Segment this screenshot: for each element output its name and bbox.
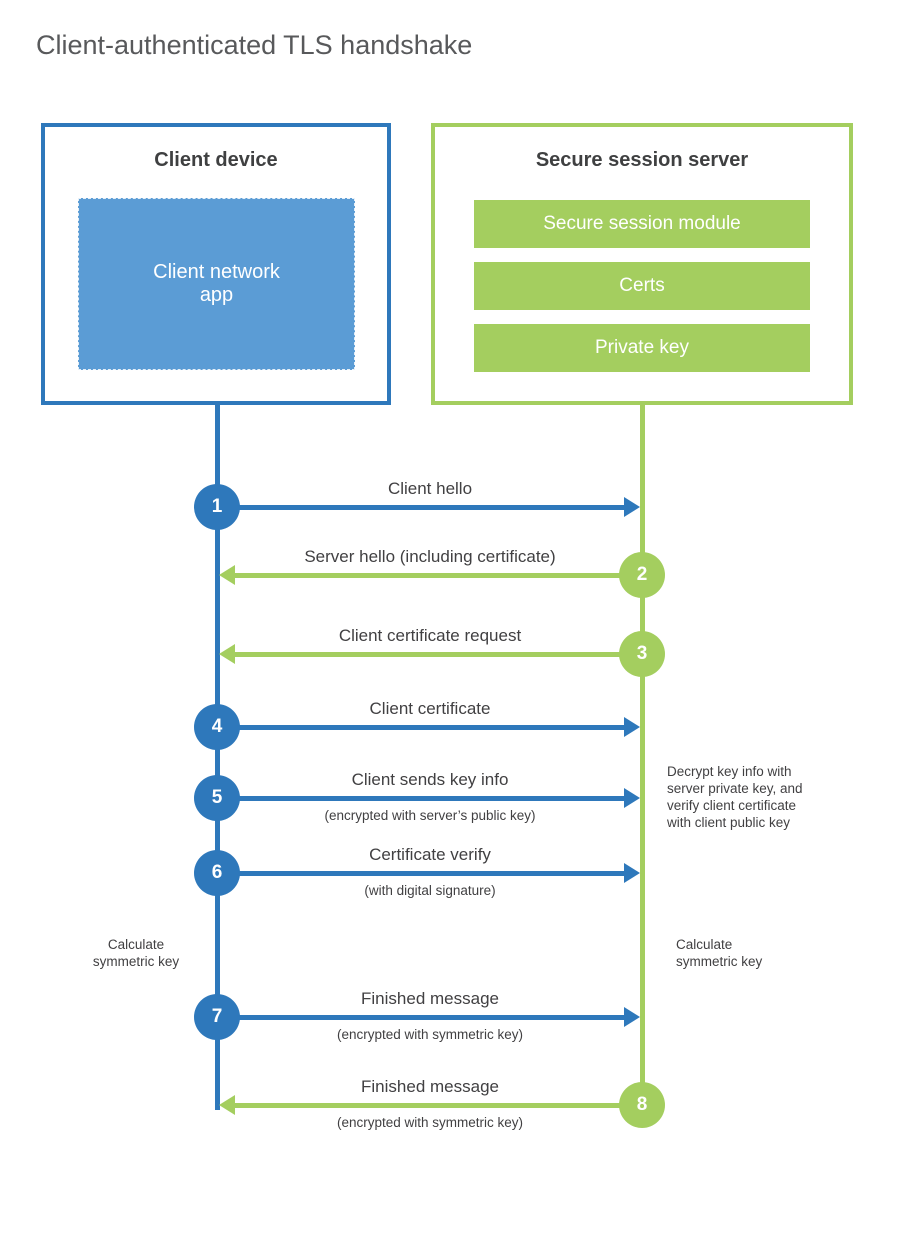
step-number-badge: 1 (194, 484, 240, 530)
server-module-private-key: Private key (474, 324, 810, 372)
arrow-head-left-icon (219, 1095, 235, 1115)
page-title: Client-authenticated TLS handshake (36, 30, 473, 60)
arrow-line (235, 573, 642, 578)
arrow-head-right-icon (624, 497, 640, 517)
secure-session-server-title: Secure session server (535, 149, 749, 171)
step-number-badge: 5 (194, 775, 240, 821)
arrow-line (235, 652, 642, 657)
step-sublabel: (with digital signature) (364, 883, 496, 898)
arrow-line (217, 725, 624, 730)
arrow-line (217, 505, 624, 510)
step-label: Client sends key info (351, 770, 509, 789)
server-lifeline (640, 405, 645, 1083)
step-number-badge: 4 (194, 704, 240, 750)
step-label: Server hello (including certificate) (304, 547, 556, 566)
step-label: Client certificate request (338, 626, 522, 645)
client-device-title: Client device (154, 149, 278, 171)
arrow-head-right-icon (624, 788, 640, 808)
arrow-head-right-icon (624, 863, 640, 883)
client-lifeline (215, 405, 220, 1110)
client-device-box: Client device Client network app (41, 123, 391, 405)
step-number-badge: 2 (619, 552, 665, 598)
arrow-head-right-icon (624, 717, 640, 737)
step-sublabel: (encrypted with symmetric key) (336, 1115, 524, 1130)
step-number-badge: 3 (619, 631, 665, 677)
step-label: Finished message (361, 989, 499, 1008)
note-calculate-symmetric-key-client: Calculate symmetric key (92, 937, 180, 969)
step-sublabel: (encrypted with server’s public key) (324, 808, 536, 823)
step-number-badge: 7 (194, 994, 240, 1040)
note-calculate-symmetric-key-server: Calculate symmetric key (676, 937, 763, 969)
arrow-line (217, 871, 624, 876)
arrow-line (217, 1015, 624, 1020)
step-sublabel: (encrypted with symmetric key) (336, 1027, 524, 1042)
client-network-app-box: Client network app (78, 198, 355, 370)
arrow-head-left-icon (219, 565, 235, 585)
step-label: Client certificate (369, 699, 491, 718)
server-module-secure-session: Secure session module (474, 200, 810, 248)
step-label: Certificate verify (369, 845, 491, 864)
note-decrypt-key-info: Decrypt key info with server private key… (667, 764, 803, 830)
secure-session-server-box: Secure session server Secure session mod… (431, 123, 853, 405)
step-label: Client hello (387, 479, 473, 498)
arrow-line (217, 796, 624, 801)
step-number-badge: 6 (194, 850, 240, 896)
arrow-line (235, 1103, 642, 1108)
step-number-badge: 8 (619, 1082, 665, 1128)
step-label: Finished message (361, 1077, 499, 1096)
arrow-head-right-icon (624, 1007, 640, 1027)
arrow-head-left-icon (219, 644, 235, 664)
server-module-certs: Certs (474, 262, 810, 310)
